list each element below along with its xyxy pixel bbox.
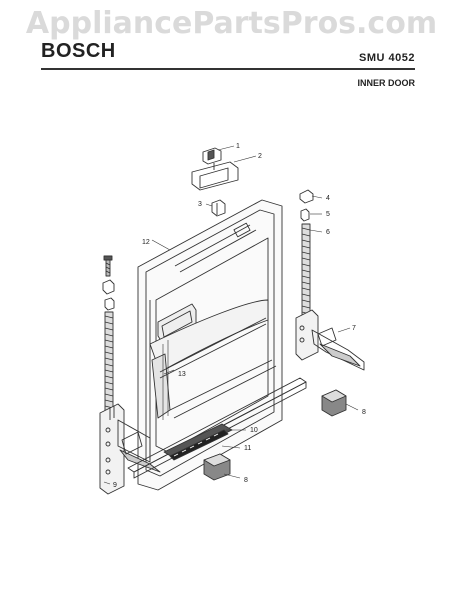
bottom-rail (127, 377, 307, 479)
leader-lines (103, 145, 359, 485)
callout-13: 13 (178, 371, 186, 378)
callout-4: 4 (326, 195, 330, 202)
part-clip (211, 199, 226, 217)
callout-8-right: 8 (362, 409, 366, 416)
callout-11: 11 (244, 445, 251, 452)
part-spring-left (104, 311, 114, 421)
callout-7: 7 (352, 325, 356, 332)
callout-labels: 1 2 3 4 5 6 7 8 8 9 10 11 12 13 (113, 143, 366, 489)
callout-1: 1 (236, 143, 240, 150)
watermark: AppliancePartsPros.com (25, 6, 438, 41)
end-cap-bottom (203, 453, 231, 481)
seal-strip (163, 423, 233, 461)
brand-logo: BOSCH (41, 40, 116, 62)
end-cap-right (321, 389, 347, 417)
callout-2: 2 (258, 153, 262, 160)
callout-10: 10 (250, 427, 258, 434)
callout-3: 3 (198, 201, 202, 208)
section-title: INNER DOOR (357, 78, 415, 88)
part-small-right (299, 189, 314, 222)
callout-6: 6 (326, 229, 330, 236)
hinge-bracket-left (99, 403, 161, 495)
part-screw-left (102, 255, 115, 311)
part-latch (191, 147, 239, 191)
hinge-bracket-right (295, 309, 365, 371)
callout-8-bottom: 8 (244, 477, 248, 484)
callout-12: 12 (142, 239, 150, 246)
callout-5: 5 (326, 211, 330, 218)
header-rule (41, 68, 415, 70)
inner-door-panel (137, 199, 283, 491)
callout-9: 9 (113, 482, 117, 489)
model-number: SMU 4052 (359, 52, 415, 64)
